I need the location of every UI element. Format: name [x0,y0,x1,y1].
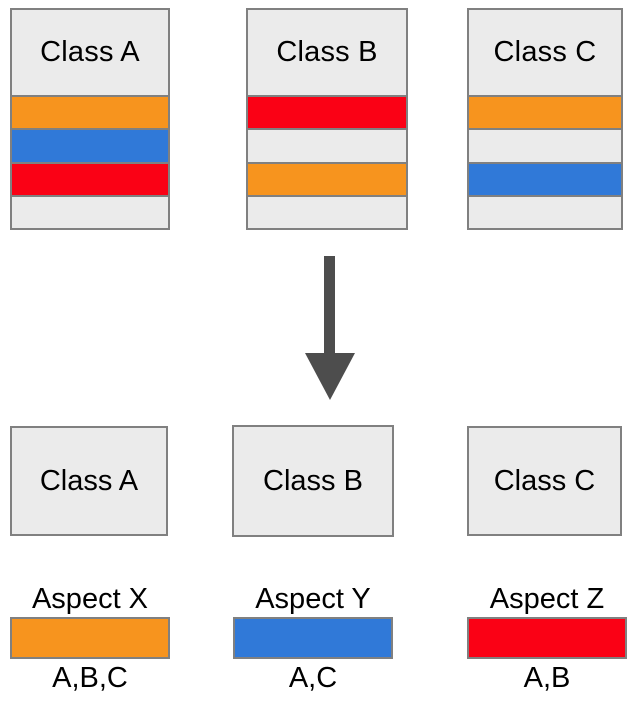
class-box-a-label: Class A [39,464,139,497]
class-stack-b-stripe-aspect-z [248,95,406,129]
legend-item-aspect-x-members: A,B,C [52,662,128,694]
class-stack-b-stripe-empty-2 [248,194,406,228]
class-box-b-label: Class B [263,464,363,497]
class-box-c: Class C [467,426,622,536]
class-box-a: Class A [10,426,168,536]
class-stack-c-stripe-aspect-y [469,161,621,195]
legend-item-aspect-y: Aspect Y A,C [233,582,393,697]
legend-item-aspect-z-members: A,B [523,662,571,694]
arrow-shaft [324,256,335,356]
legend-item-aspect-z-swatch [467,617,627,659]
class-stack-a-stripe-aspect-z [12,161,168,195]
class-stack-b-stripe-aspect-x [248,161,406,195]
class-stack-a: Class A [10,8,170,230]
legend-item-aspect-y-swatch [233,617,393,659]
class-stack-c-title: Class C [469,10,621,95]
class-stack-c-stripe-aspect-x [469,95,621,129]
legend-item-aspect-z: Aspect Z A,B [467,582,627,697]
legend-item-aspect-y-members: A,C [288,662,338,694]
legend-item-aspect-x-title: Aspect X [31,583,149,615]
class-box-b: Class B [232,425,394,537]
class-stack-c-stripe-empty-2 [469,194,621,228]
class-stack-c: Class C [467,8,623,230]
legend-item-aspect-y-title: Aspect Y [255,583,371,615]
legend-item-aspect-z-title: Aspect Z [489,583,605,615]
downward-arrow-icon [300,256,360,400]
class-stack-b-stripe-empty-1 [248,128,406,162]
legend-item-aspect-x-swatch [10,617,170,659]
class-stack-b-title: Class B [248,10,406,95]
legend-item-aspect-x: Aspect X A,B,C [10,582,170,697]
class-box-c-label: Class C [493,464,596,497]
class-stack-c-stripe-empty-1 [469,128,621,162]
class-stack-a-stripe-empty [12,194,168,228]
class-stack-a-stripe-aspect-y [12,128,168,162]
arrow-head [305,353,355,400]
class-stack-a-title: Class A [12,10,168,95]
class-stack-a-stripe-aspect-x [12,95,168,129]
class-stack-b: Class B [246,8,408,230]
